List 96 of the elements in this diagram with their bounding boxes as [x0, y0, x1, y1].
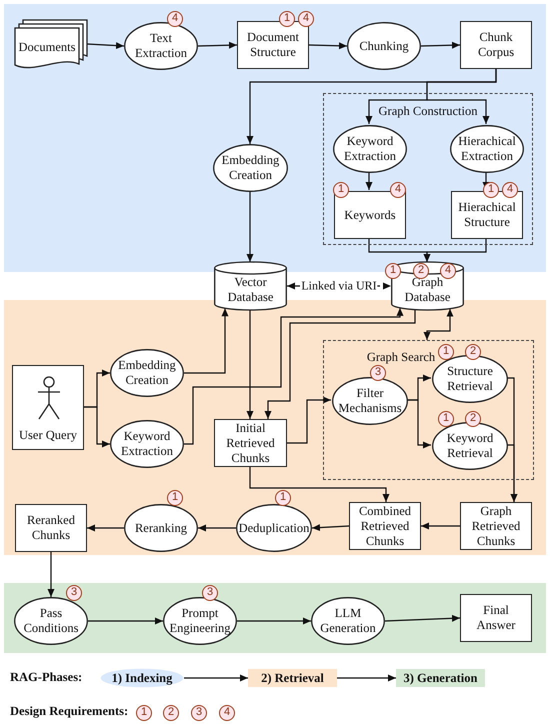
- requirement-badge: 3: [191, 705, 207, 721]
- arrow: [198, 42, 238, 49]
- phase-ellipse: [100, 668, 184, 688]
- requirement-badge: 1: [136, 705, 152, 721]
- arrow: [48, 552, 54, 597]
- process-box: [15, 504, 87, 552]
- node-label: Reranking: [134, 520, 188, 536]
- arrow: [424, 308, 454, 340]
- arrow: [407, 399, 431, 448]
- arrow: [426, 69, 497, 124]
- arrow: [337, 674, 396, 682]
- process-ellipse: [124, 504, 198, 552]
- node-label: Keyword Extraction: [342, 134, 398, 164]
- node-label: Hierachical Structure: [457, 200, 517, 230]
- arrow: [184, 308, 228, 374]
- arrow: [246, 310, 254, 419]
- process-ellipse: [333, 125, 407, 173]
- process-ellipse: [110, 349, 184, 397]
- node-label: Initial Retrieved Chunks: [225, 420, 276, 466]
- node-label: 2) Retrieval: [260, 670, 325, 686]
- dashed-group-box: [323, 93, 533, 245]
- node-label: Chunking: [358, 38, 410, 54]
- arrow: [88, 618, 163, 624]
- requirement-badge: 2: [163, 705, 179, 721]
- process-box: [237, 21, 309, 69]
- process-box: [460, 502, 532, 550]
- arrow: [384, 614, 460, 622]
- process-ellipse: [163, 597, 237, 645]
- node-label: Keywords: [343, 208, 397, 222]
- group-heading: Graph Construction: [378, 104, 478, 119]
- process-ellipse: [236, 504, 312, 552]
- node-label: Chunk Corpus: [476, 30, 516, 60]
- arrow: [87, 524, 124, 532]
- arrow: [86, 42, 124, 50]
- node-label: Document Structure: [246, 30, 300, 60]
- process-ellipse: [110, 420, 184, 468]
- node-label: Vector Database: [226, 275, 274, 305]
- arrow: [366, 172, 372, 190]
- node-label: Filter Mechanisms: [337, 386, 403, 416]
- arrow: [184, 674, 248, 682]
- node-label: Combined Retrieved Chunks: [358, 504, 412, 548]
- process-ellipse: [450, 125, 524, 173]
- node-label: User Query: [18, 428, 78, 443]
- node-label: Reranked Chunks: [26, 513, 76, 543]
- node-label: Text Extraction: [134, 31, 188, 61]
- process-ellipse: [124, 22, 198, 70]
- node-label: Keyword Retrieval: [446, 431, 494, 461]
- node-label: Pass Conditions: [22, 606, 80, 636]
- arrow: [287, 396, 331, 444]
- node-label: Keyword Extraction: [120, 429, 174, 459]
- dashed-group-box: [323, 340, 534, 480]
- node-label: Deduplication: [238, 520, 310, 536]
- process-ellipse: [14, 597, 88, 645]
- actor-box: [12, 365, 84, 450]
- node-label: Embedding Creation: [220, 153, 280, 183]
- arrow: [264, 310, 416, 419]
- process-ellipse: [347, 22, 421, 70]
- node-label: 1) Indexing: [110, 670, 174, 686]
- process-box: [214, 419, 287, 467]
- arrow: [246, 192, 254, 262]
- node-label: Hierachical Extraction: [457, 134, 517, 164]
- arrow: [507, 444, 518, 502]
- process-ellipse: [213, 144, 288, 192]
- node-label: 3) Generation: [402, 670, 478, 686]
- node-label: LLM Generation: [319, 606, 377, 636]
- arrow: [84, 406, 110, 448]
- arrow: [184, 308, 404, 445]
- arrow: [312, 524, 350, 532]
- process-ellipse: [432, 422, 508, 470]
- process-ellipse: [311, 597, 385, 645]
- arrow: [424, 238, 487, 262]
- process-box: [460, 594, 532, 642]
- phase-legend-heading: RAG-Phases:: [10, 670, 82, 685]
- node-label: Structure Retrieval: [446, 364, 494, 394]
- arrow: [308, 42, 348, 50]
- arrow: [237, 618, 311, 624]
- process-ellipse: [332, 377, 408, 425]
- arrow: [420, 42, 460, 49]
- database-cylinder: [214, 262, 287, 310]
- arrow: [198, 524, 236, 532]
- arrow: [249, 467, 390, 502]
- node-label: Graph Retrieved Chunks: [470, 504, 522, 548]
- node-label: Embedding Creation: [117, 358, 177, 388]
- process-box: [451, 191, 523, 239]
- phase-box: [396, 669, 485, 687]
- requirement-badge: 4: [219, 705, 235, 721]
- node-label: Final Answer: [476, 603, 516, 633]
- node-label: Documents: [18, 40, 76, 54]
- requirements-legend-heading: Design Requirements:: [10, 704, 128, 719]
- document-stack: [15, 20, 87, 68]
- process-box: [460, 21, 532, 69]
- process-box: [349, 502, 421, 550]
- node-label: Prompt Engineering: [168, 606, 232, 636]
- phase-box: [248, 669, 337, 687]
- process-box: [334, 191, 406, 239]
- arrow: [421, 522, 460, 530]
